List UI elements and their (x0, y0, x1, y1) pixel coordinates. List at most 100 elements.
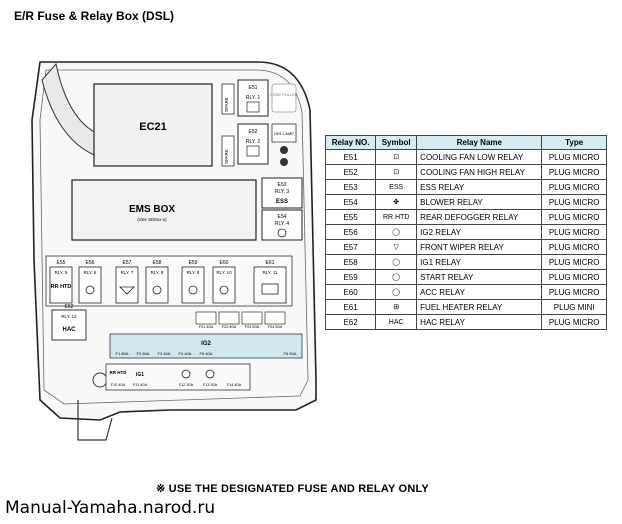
fuse-puller (271, 83, 297, 113)
fuse-f11-label: F11 40A (133, 383, 148, 387)
relay-name: REAR DEFOGGER RELAY (416, 209, 543, 225)
wiper-icon (119, 286, 135, 295)
fuse-f24-label: F24 50A (268, 325, 283, 329)
relay-e61-no: E61 (266, 260, 275, 266)
relay-type: PLUG MICRO (541, 194, 607, 210)
relay-type: PLUG MICRO (541, 254, 607, 270)
acc-coil-icon (219, 285, 229, 295)
relay-e51-no: E51 (249, 85, 258, 91)
relay-e55-no: E55 (57, 260, 66, 266)
relay-type: PLUG MINI (541, 299, 607, 315)
relay-no: E57 (324, 239, 377, 255)
relay-e60-no: E60 (220, 260, 229, 266)
header-type: Type (541, 135, 607, 150)
relay-type: PLUG MICRO (541, 179, 607, 195)
ec21-label: EC21 (139, 121, 167, 133)
ig1-fuse-label: IG1 (136, 372, 144, 378)
relay-symbol-text: RR HTD (375, 209, 418, 225)
fuse-f3-label: F3 40A (158, 351, 171, 356)
bottom-rrhtd-label: RR HTD (110, 370, 128, 375)
ems-box-sub: (See SD6xx-x) (137, 217, 167, 222)
fuse-f21 (195, 311, 217, 325)
fuel-heater-icon: ⊞ (375, 299, 418, 315)
relay-e57-no: E57 (123, 260, 132, 266)
spare-fuse-1 (221, 83, 235, 115)
relay-e62-hac: HAC (63, 327, 77, 333)
fuse-f6-label: F6 50A (284, 351, 297, 356)
fan-low-icon (246, 101, 260, 113)
relay-e53 (261, 177, 303, 209)
relay-e54 (261, 209, 303, 241)
bottom-bracket (77, 400, 113, 441)
relay-e52 (237, 123, 269, 165)
fuse-f22-label: F22 40A (222, 325, 237, 329)
relay-no: E52 (324, 164, 377, 180)
fuse-f10-label: F10 40A (111, 383, 126, 387)
relay-type: PLUG MICRO (541, 239, 607, 255)
relay-e55 (49, 266, 73, 304)
relay-symbol-text: ESS (375, 179, 418, 195)
bottom-fuse-row (105, 363, 251, 391)
ig2-coil-icon (85, 285, 95, 295)
header-symbol: Symbol (375, 135, 418, 150)
relay-e57 (115, 266, 139, 304)
relay-type: PLUG MICRO (541, 149, 607, 165)
relay-e52-no: E52 (249, 129, 258, 135)
relay-e53-no: E53 (278, 182, 287, 188)
relay-type: PLUG MICRO (541, 224, 607, 240)
fan-high-icon: ⊡ (375, 164, 418, 180)
relay-name: BLOWER RELAY (416, 194, 543, 210)
main-fuse-strip (109, 333, 303, 359)
start-coil-icon (188, 285, 198, 295)
p-circle-icon-2 (205, 369, 215, 379)
fuse-f23 (241, 311, 263, 325)
relay-e62 (51, 309, 87, 341)
relay-table: Relay NO. Symbol Relay Name Type E51⊡COO… (324, 135, 607, 330)
fuse-f13-label: F13 30A (203, 383, 218, 387)
relay-e59-rly: RLY. 9 (187, 270, 200, 275)
relay-symbol-text: HAC (375, 314, 418, 330)
relay-type: PLUG MICRO (541, 164, 607, 180)
relay-e54-rly: RLY. 4 (275, 221, 289, 227)
footer-watermark: Manual-Yamaha.narod.ru (5, 498, 216, 518)
housing-inner (39, 69, 309, 405)
dimmer-block (271, 123, 297, 143)
spare-fuse-2 (221, 135, 235, 167)
connector-dot-2 (280, 158, 288, 166)
spare-label-1: SPARE (224, 97, 229, 112)
relay-e51-rly: RLY. 1 (246, 95, 260, 101)
header-relay-name: Relay Name (416, 135, 543, 150)
relay-e54-no: E54 (278, 214, 287, 220)
relay-e56-no: E56 (86, 260, 95, 266)
relay-type: PLUG MICRO (541, 284, 607, 300)
relay-name: START RELAY (416, 269, 543, 285)
fuse-f5-label: F5 40A (200, 351, 213, 356)
relay-name: HAC RELAY (416, 314, 543, 330)
relay-no: E55 (324, 209, 377, 225)
relay-table-header: Relay NO. Symbol Relay Name Type (324, 135, 607, 150)
relay-no: E56 (324, 224, 377, 240)
fan-low-icon: ⊡ (375, 149, 418, 165)
blower-icon (277, 228, 287, 238)
fuse-f1-label: F1 80A (116, 351, 129, 356)
ems-box (71, 179, 257, 241)
fuse-puller-label: FUSE PULLER (270, 92, 297, 97)
relay-no: E54 (324, 194, 377, 210)
relay-no: E60 (324, 284, 377, 300)
connector-dot-1 (280, 146, 288, 154)
fuse-f21-label: F21 40A (199, 325, 214, 329)
relay-no: E58 (324, 254, 377, 270)
ec21-block (93, 83, 213, 167)
ig2-fuse-label: IG2 (201, 341, 211, 347)
relay-e60-rly: RLY. 10 (216, 270, 232, 275)
relay-e58-rly: RLY. 8 (151, 270, 164, 275)
relay-e56 (78, 266, 102, 304)
fuse-f24 (264, 311, 286, 325)
relay-name: ESS RELAY (416, 179, 543, 195)
fuse-f14-label: F14 40A (227, 383, 242, 387)
